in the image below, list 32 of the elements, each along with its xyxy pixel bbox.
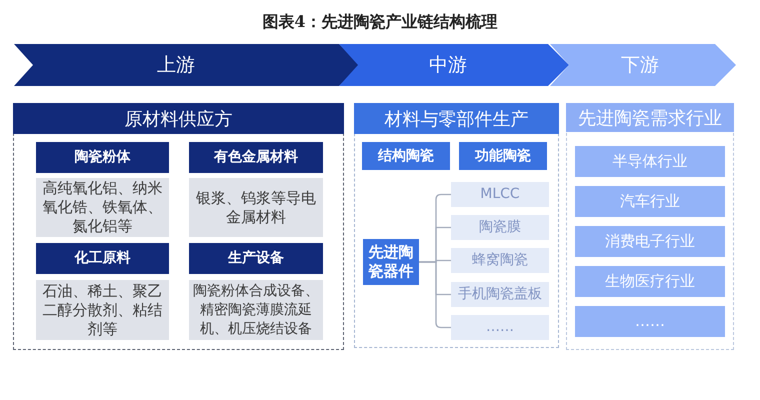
product-box: MLCC xyxy=(451,182,549,207)
category-header: 生产设备 xyxy=(189,243,323,274)
industry-box: …… xyxy=(575,306,725,337)
stage-banner: 中游 xyxy=(339,44,569,86)
bracket-line xyxy=(419,261,451,328)
industry-box: 生物医疗行业 xyxy=(575,266,725,297)
stage-banner: 下游 xyxy=(550,44,736,86)
category-header: 陶瓷粉体 xyxy=(36,142,169,173)
industry-box: 半导体行业 xyxy=(575,146,725,177)
stage-banner: 上游 xyxy=(14,44,360,86)
header-band: 原材料供应方 xyxy=(13,103,344,134)
dashed-panel xyxy=(13,103,344,350)
category-header: 化工原料 xyxy=(36,243,169,274)
description-box: 陶瓷粉体合成设备、精密陶瓷薄膜流延机、机压烧结设备 xyxy=(189,280,323,340)
device-box: 先进陶瓷器件 xyxy=(363,239,419,285)
industry-box: 汽车行业 xyxy=(575,186,725,217)
product-box: …… xyxy=(451,315,549,340)
chart-title: 图表4：先进陶瓷产业链结构梳理 xyxy=(261,12,499,33)
industry-box: 消费电子行业 xyxy=(575,226,725,257)
description-box: 石油、稀土、聚乙二醇分散剂、粘结剂等 xyxy=(36,280,169,340)
dashed-panel xyxy=(354,103,559,348)
dashed-panel xyxy=(566,103,734,350)
category-header: 功能陶瓷 xyxy=(459,142,547,170)
header-band: 材料与零部件生产 xyxy=(354,103,559,134)
product-box: 陶瓷膜 xyxy=(451,215,549,240)
description-box: 银浆、钨浆等导电金属材料 xyxy=(189,178,323,237)
category-header: 结构陶瓷 xyxy=(362,142,450,170)
product-box: 蜂窝陶瓷 xyxy=(451,248,549,273)
product-box: 手机陶瓷盖板 xyxy=(451,282,549,307)
header-band: 先进陶瓷需求行业 xyxy=(566,103,734,132)
description-box: 高纯氧化铝、纳米氧化锆、铁氧体、氮化铝等 xyxy=(36,178,169,237)
category-header: 有色金属材料 xyxy=(189,142,323,173)
